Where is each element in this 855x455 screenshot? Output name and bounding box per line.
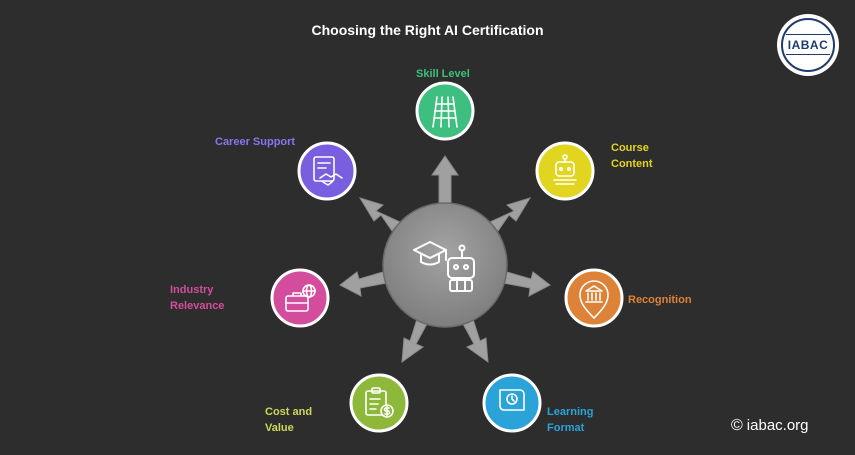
arrow-to-learning-format <box>461 315 489 364</box>
label-skill-level: Skill Level <box>416 68 470 80</box>
iabac-logo: IABAC <box>777 14 839 76</box>
label-career-support: Career Support <box>215 136 296 148</box>
label-course-content: Course Content <box>611 142 653 170</box>
node-recognition <box>564 268 624 328</box>
arrow-to-course-content <box>489 197 532 232</box>
footer-credit: ©iabac.org <box>731 417 809 435</box>
institution-pin-icon <box>579 280 609 319</box>
arrow-to-skill-level <box>431 155 459 211</box>
arrow-to-cost-and-value <box>401 315 429 364</box>
briefcase-globe-icon <box>285 284 316 312</box>
label-cost-and-value: Cost and Value <box>265 406 313 434</box>
graduation-robot-icon <box>413 241 475 292</box>
label-recognition: Recognition <box>628 294 692 306</box>
arrows <box>339 155 551 364</box>
node-cost-and-value <box>349 373 409 433</box>
certificate-handshake-icon <box>313 156 343 186</box>
clipboard-dollar-icon <box>365 387 394 418</box>
robot-screen-icon <box>553 154 577 185</box>
node-industry-relevance <box>270 268 330 328</box>
label-industry-relevance: Industry Relevance <box>170 284 225 312</box>
diagram-title: Choosing the Right AI Certification <box>311 22 544 38</box>
node-course-content <box>535 141 595 201</box>
book-clock-icon <box>499 389 525 411</box>
copyright-icon: © <box>731 417 743 434</box>
node-career-support <box>297 141 357 201</box>
central-hub <box>382 202 508 328</box>
arrow-to-career-support <box>358 197 401 232</box>
footer-link-text[interactable]: iabac.org <box>746 417 809 434</box>
node-learning-format <box>482 373 542 433</box>
node-skill-level <box>415 81 475 141</box>
ladder-icon <box>432 96 458 128</box>
label-learning-format: Learning Format <box>547 406 594 434</box>
